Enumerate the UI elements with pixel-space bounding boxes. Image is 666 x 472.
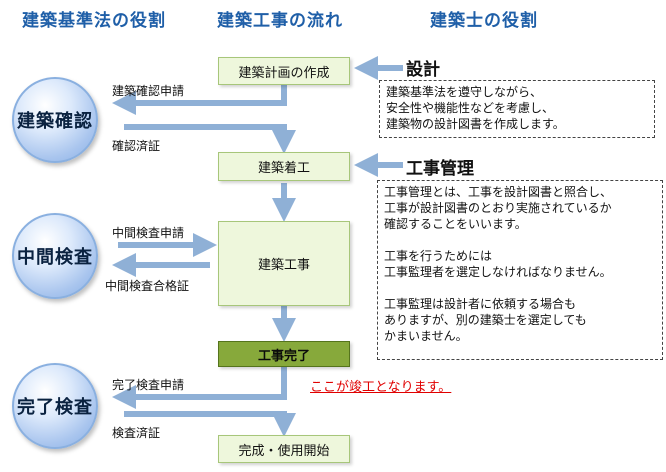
step-complete: 工事完了 [218,341,350,367]
supervision-note-spacer [384,232,656,248]
supervision-note-line: かまいません。 [384,329,468,343]
heading-law-role: 建築基準法の役割 [22,11,166,31]
label-final-done: 検査済証 [112,426,161,440]
role-supervision: 工事管理 [406,159,474,179]
design-note-line: 建築物の設計図書を作成します。 [386,117,565,131]
label-mid-cert: 中間検査合格証 [105,279,190,293]
supervision-note-line: 工事監理者を選定しなければなりません。 [384,265,612,279]
design-note: 建築基準法を遵守しながら、 安全性や機能性などを考慮し、 建築物の設計図書を作成… [379,80,655,138]
inspection-midterm-circle: 中間検査 [12,213,98,299]
step-open: 完成・使用開始 [218,435,350,463]
supervision-note-line: 確認することをいいます。 [384,217,527,231]
design-note-line: 建築基準法を遵守しながら、 [386,85,543,99]
heading-architect-role: 建築士の役割 [430,11,538,31]
label-confirm-request: 建築確認申請 [112,84,185,98]
step-start: 建築着工 [218,152,350,181]
supervision-note: 工事管理とは、工事を設計図書と照合し、 工事が設計図書のとおり実施されているか … [377,180,663,360]
step-construction: 建築工事 [218,221,350,306]
supervision-note-line: 工事を行うためには [384,249,493,263]
label-confirm-done: 確認済証 [112,139,161,153]
design-note-line: 安全性や機能性などを考慮し、 [386,101,555,115]
arrow-confirm-request [112,85,287,115]
inspection-confirm-circle: 建築確認 [12,77,98,163]
label-final-request: 完了検査申請 [112,378,185,392]
heading-construction-flow: 建築工事の流れ [217,11,343,31]
completion-note: ここが竣工となります。 [310,380,452,395]
supervision-note-line: ありますが、別の建築士を選定しても [384,313,587,327]
arrow-final-request [112,366,287,409]
arrow-confirm-return [124,124,296,154]
step-plan: 建築計画の作成 [218,57,350,85]
supervision-note-line: 工事監理は設計者に依頼する場合も [384,297,577,311]
label-mid-request: 中間検査申請 [112,226,185,240]
supervision-note-spacer [384,280,656,296]
supervision-note-line: 工事管理とは、工事を設計図書と照合し、 [384,185,613,199]
role-design: 設計 [406,60,440,80]
supervision-note-line: 工事が設計図書のとおり実施されているか [384,201,612,215]
arrow-final-return [124,411,296,437]
inspection-final-circle: 完了検査 [12,363,98,449]
